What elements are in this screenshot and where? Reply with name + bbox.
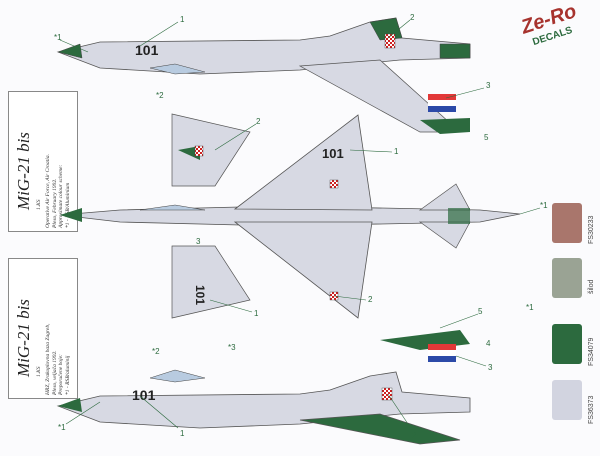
callout-label: 1 xyxy=(180,429,185,438)
roundel-checkerboard xyxy=(384,33,396,49)
swatch-label: FS30233 xyxy=(588,215,595,244)
paint-swatch xyxy=(552,324,582,364)
callout-label: *1 xyxy=(540,201,548,210)
aircraft-number: 101 xyxy=(322,146,344,161)
plan-view: 101 101 xyxy=(59,113,521,319)
swatch-label: šilod xyxy=(588,279,595,294)
callout-label: 4 xyxy=(486,339,491,348)
callout-label: 1 xyxy=(394,147,399,156)
swatch-label: FS36373 xyxy=(588,395,595,424)
callout-label: 2 xyxy=(368,295,373,304)
callout-label: *3 xyxy=(228,343,236,352)
callout-label: 2 xyxy=(410,13,415,22)
callout-label: 5 xyxy=(478,307,483,316)
info-panel-english: MiG-21 bis 1.KS Operative Air Force, Air… xyxy=(8,91,78,232)
side-view-bottom: 101 xyxy=(56,330,471,445)
callout-label: 2 xyxy=(412,431,417,440)
callout-numbers: 1 *1 2 3 *2 5 2 1 *1 3 2 1 5 *1 4 3 *2 *… xyxy=(54,13,548,440)
paint-swatch xyxy=(552,203,582,243)
callout-label: 1 xyxy=(180,15,185,24)
aircraft-number: 101 xyxy=(193,285,207,305)
callout-label: 3 xyxy=(196,237,201,246)
aircraft-number: 101 xyxy=(135,42,159,58)
callout-label: *1 xyxy=(526,303,534,312)
callout-label: 1 xyxy=(254,309,259,318)
paint-swatch xyxy=(552,258,582,298)
callout-label: *1 xyxy=(54,33,62,42)
callout-lines xyxy=(59,19,541,431)
callout-label: 3 xyxy=(486,81,491,90)
callout-label: 2 xyxy=(256,117,261,126)
side-view-top: 101 xyxy=(56,17,471,134)
callout-label: *2 xyxy=(156,91,164,100)
swatch-label: FS34079 xyxy=(588,337,595,366)
info-panel-croatian: MiG-21 bis 1.KS HRZ, Zrakoplovna baza Za… xyxy=(8,258,78,399)
roundel-checkerboard xyxy=(329,179,339,189)
callout-label: *1 xyxy=(58,423,66,432)
callout-label: 5 xyxy=(484,133,489,142)
aircraft-number: 101 xyxy=(132,387,156,403)
fin-detail-lower: 101 xyxy=(171,245,251,319)
roundel-checkerboard xyxy=(381,387,393,401)
rudder-flag xyxy=(428,94,456,112)
paint-swatch xyxy=(552,380,582,420)
rudder-flag xyxy=(428,344,456,362)
fin-detail-upper xyxy=(171,113,251,187)
callout-label: *2 xyxy=(152,347,160,356)
callout-label: 3 xyxy=(488,363,493,372)
